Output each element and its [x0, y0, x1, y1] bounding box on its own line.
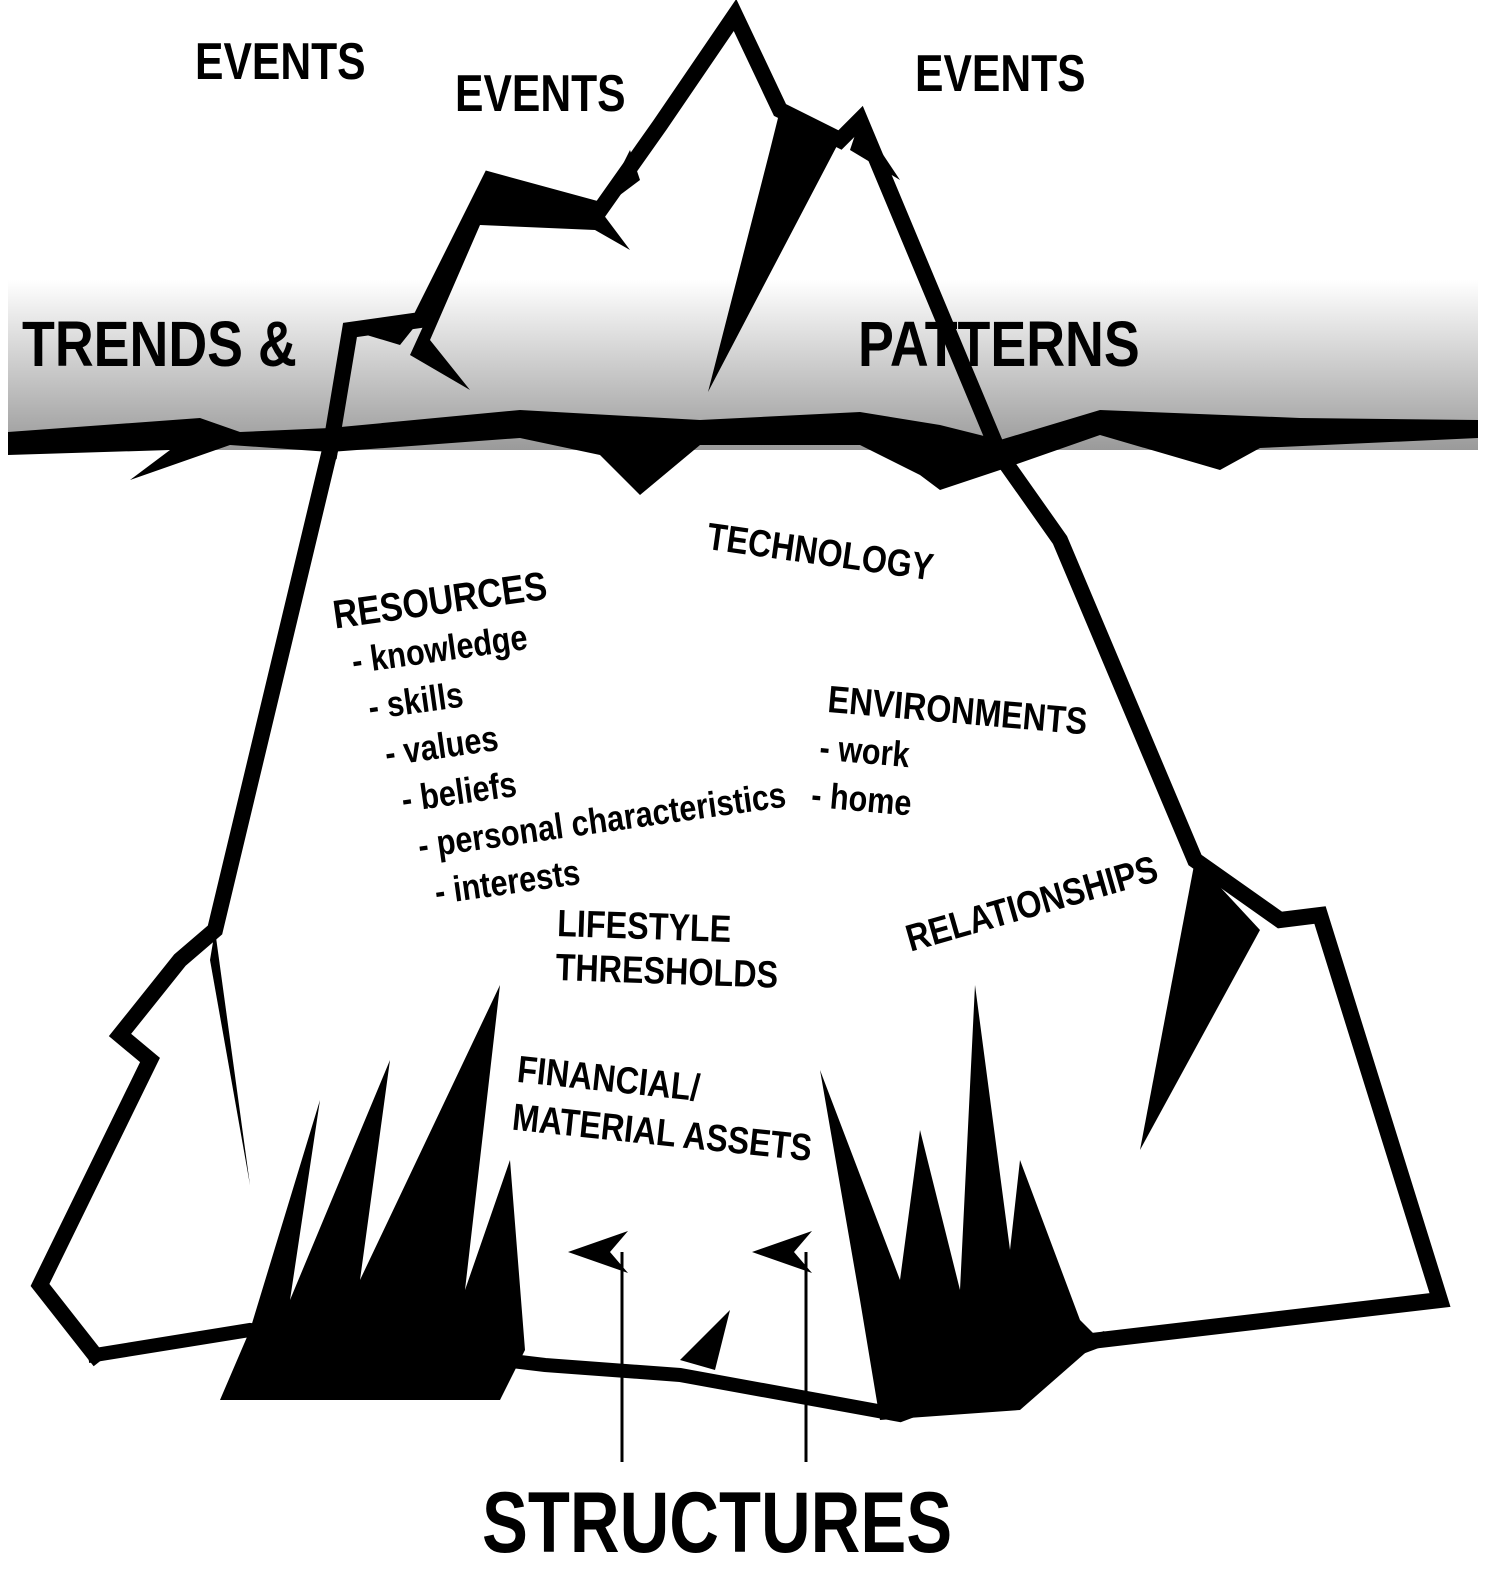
- events-label-2: EVENTS: [455, 65, 626, 123]
- environments-block: ENVIRONMENTS - work - home: [810, 676, 1135, 846]
- structure-arrows: [568, 1231, 812, 1462]
- peak-shading: [350, 110, 900, 392]
- waterline-edge: [8, 410, 1478, 495]
- lifestyle-line: LIFESTYLE: [556, 902, 732, 952]
- patterns-label: PATTERNS: [858, 308, 1140, 380]
- events-label-3: EVENTS: [915, 45, 1086, 103]
- events-label-1: EVENTS: [195, 33, 366, 91]
- base-shading: [210, 860, 1260, 1420]
- structures-label: STRUCTURES: [482, 1475, 953, 1571]
- lifestyle-line: THRESHOLDS: [554, 946, 779, 997]
- trends-label: TRENDS &: [22, 308, 297, 380]
- resources-block: RESOURCES - knowledge - skills - values …: [330, 531, 809, 924]
- lifestyle-block: LIFESTYLE THRESHOLDS: [555, 902, 820, 999]
